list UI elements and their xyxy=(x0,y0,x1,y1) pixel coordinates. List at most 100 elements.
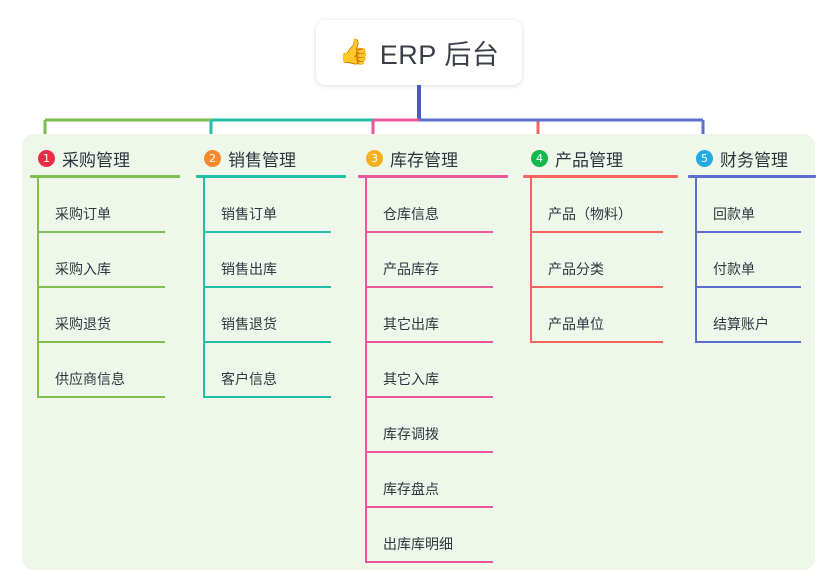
branch-item[interactable]: 结算账户 xyxy=(688,288,816,343)
branch-item-underline xyxy=(37,341,165,343)
branch-underline-5 xyxy=(688,175,816,178)
branch-item[interactable]: 采购订单 xyxy=(30,178,180,233)
branch-item-label: 采购订单 xyxy=(55,206,111,222)
branch-title-5: 财务管理 xyxy=(720,150,788,170)
branch-underline-3 xyxy=(358,175,508,178)
branch-item-label: 付款单 xyxy=(713,261,755,277)
branch-header-1[interactable]: 1 采购管理 xyxy=(30,146,180,170)
branch-column-1: 1 采购管理采购订单采购入库采购退货供应商信息 xyxy=(30,146,180,398)
branch-item[interactable]: 产品分类 xyxy=(523,233,678,288)
branch-item-underline xyxy=(203,231,331,233)
branch-item-label: 库存盘点 xyxy=(383,481,439,497)
diagram-panel xyxy=(22,134,815,570)
branch-item-label: 出库库明细 xyxy=(383,536,453,552)
branch-item-underline xyxy=(530,341,663,343)
branch-badge-3: 3 xyxy=(366,149,383,167)
branch-item-label: 供应商信息 xyxy=(55,371,125,387)
branch-items-1: 采购订单采购入库采购退货供应商信息 xyxy=(30,178,180,398)
branch-header-3[interactable]: 3 库存管理 xyxy=(358,146,508,170)
branch-item-underline xyxy=(365,451,493,453)
branch-underline-2 xyxy=(196,175,346,178)
branch-item-label: 仓库信息 xyxy=(383,206,439,222)
branch-items-5: 回款单付款单结算账户 xyxy=(688,178,816,343)
branch-column-2: 2 销售管理销售订单销售出库销售退货客户信息 xyxy=(196,146,346,398)
branch-item[interactable]: 供应商信息 xyxy=(30,343,180,398)
branch-spine-1 xyxy=(37,178,39,398)
branch-item[interactable]: 采购退货 xyxy=(30,288,180,343)
branch-item[interactable]: 回款单 xyxy=(688,178,816,233)
branch-item-underline xyxy=(365,561,493,563)
branch-item[interactable]: 销售订单 xyxy=(196,178,346,233)
branch-item-underline xyxy=(365,341,493,343)
branch-item-label: 销售退货 xyxy=(221,316,277,332)
branch-item-underline xyxy=(695,231,801,233)
branch-item-underline xyxy=(365,286,493,288)
branch-item[interactable]: 其它入库 xyxy=(358,343,508,398)
branch-item-underline xyxy=(365,506,493,508)
branch-item-label: 客户信息 xyxy=(221,371,277,387)
branch-item[interactable]: 出库库明细 xyxy=(358,508,508,563)
branch-item-label: 库存调拨 xyxy=(383,426,439,442)
branch-spine-4 xyxy=(530,178,532,343)
branch-item[interactable]: 采购入库 xyxy=(30,233,180,288)
branch-item-label: 其它出库 xyxy=(383,316,439,332)
branch-item[interactable]: 其它出库 xyxy=(358,288,508,343)
branch-spine-3 xyxy=(365,178,367,563)
branch-item-label: 产品（物料） xyxy=(548,206,632,222)
branch-item-label: 产品分类 xyxy=(548,261,604,277)
branch-header-5[interactable]: 5 财务管理 xyxy=(688,146,816,170)
branch-title-4: 产品管理 xyxy=(555,150,623,170)
branch-badge-2: 2 xyxy=(204,149,221,167)
branch-item[interactable]: 销售出库 xyxy=(196,233,346,288)
branch-item-label: 产品库存 xyxy=(383,261,439,277)
branch-item[interactable]: 销售退货 xyxy=(196,288,346,343)
branch-item[interactable]: 产品库存 xyxy=(358,233,508,288)
branch-item-label: 采购退货 xyxy=(55,316,111,332)
branch-item[interactable]: 付款单 xyxy=(688,233,816,288)
branch-item[interactable]: 产品（物料） xyxy=(523,178,678,233)
branch-header-2[interactable]: 2 销售管理 xyxy=(196,146,346,170)
branch-item-label: 其它入库 xyxy=(383,371,439,387)
branch-items-3: 仓库信息产品库存其它出库其它入库库存调拨库存盘点出库库明细 xyxy=(358,178,508,563)
branch-underline-1 xyxy=(30,175,180,178)
branch-item-underline xyxy=(530,286,663,288)
branch-item-underline xyxy=(365,231,493,233)
branch-column-5: 5 财务管理回款单付款单结算账户 xyxy=(688,146,816,343)
branch-column-4: 4 产品管理产品（物料） 产品分类产品单位 xyxy=(523,146,678,343)
branch-item-underline xyxy=(695,341,801,343)
branch-item[interactable]: 库存调拨 xyxy=(358,398,508,453)
branch-item-label: 回款单 xyxy=(713,206,755,222)
branch-title-1: 采购管理 xyxy=(62,150,130,170)
branch-badge-5: 5 xyxy=(696,149,713,167)
root-node-content: 👍 ERP 后台 xyxy=(339,33,500,72)
branch-title-2: 销售管理 xyxy=(228,150,296,170)
branch-item-underline xyxy=(203,396,331,398)
branch-item[interactable]: 库存盘点 xyxy=(358,453,508,508)
branch-item[interactable]: 仓库信息 xyxy=(358,178,508,233)
branch-column-3: 3 库存管理仓库信息产品库存其它出库其它入库库存调拨库存盘点出库库明细 xyxy=(358,146,508,563)
branch-item[interactable]: 客户信息 xyxy=(196,343,346,398)
branch-item-underline xyxy=(695,286,801,288)
branch-item-label: 销售订单 xyxy=(221,206,277,222)
branch-badge-1: 1 xyxy=(38,149,55,167)
branch-item-label: 采购入库 xyxy=(55,261,111,277)
branch-underline-4 xyxy=(523,175,678,178)
root-node[interactable]: 👍 ERP 后台 xyxy=(316,20,522,85)
branch-item-label: 产品单位 xyxy=(548,316,604,332)
branch-items-2: 销售订单销售出库销售退货客户信息 xyxy=(196,178,346,398)
branch-item-underline xyxy=(203,286,331,288)
branch-item-underline xyxy=(203,341,331,343)
branch-spine-2 xyxy=(203,178,205,398)
branch-item-underline xyxy=(37,396,165,398)
branch-item-underline xyxy=(530,231,663,233)
branch-item-label: 结算账户 xyxy=(713,316,769,332)
branch-item[interactable]: 产品单位 xyxy=(523,288,678,343)
branch-item-underline xyxy=(365,396,493,398)
branch-badge-4: 4 xyxy=(531,149,548,167)
thumbs-up-icon: 👍 xyxy=(338,38,370,66)
branch-item-underline xyxy=(37,286,165,288)
branch-title-3: 库存管理 xyxy=(390,150,458,170)
branch-item-underline xyxy=(37,231,165,233)
branch-spine-5 xyxy=(695,178,697,343)
branch-header-4[interactable]: 4 产品管理 xyxy=(523,146,678,170)
